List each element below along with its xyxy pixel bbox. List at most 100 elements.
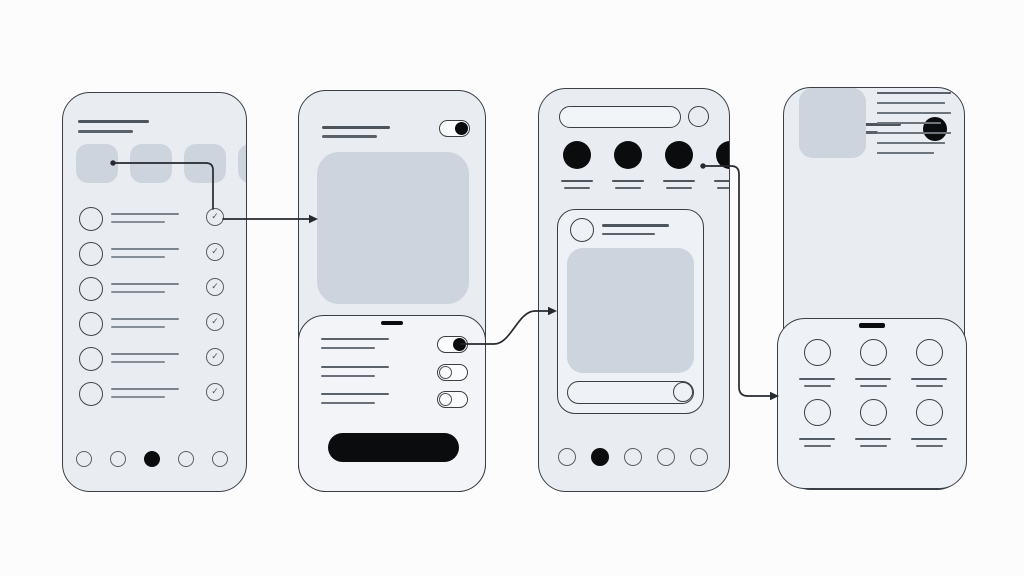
setting-row [299,364,485,394]
check-icon[interactable]: ✓ [206,383,224,401]
avatar-circle-icon [79,242,103,266]
check-icon[interactable]: ✓ [206,278,224,296]
category-chip[interactable] [238,144,246,183]
setting-row [299,336,485,366]
pagination [76,451,228,467]
story-avatar-icon [716,141,729,169]
contact-avatar-icon [915,399,943,426]
setting-toggle-2[interactable] [437,364,468,381]
story-item[interactable] [561,141,593,190]
item-text-line [111,396,165,398]
article-item[interactable] [799,88,959,162]
list-item[interactable]: ✓ [63,306,246,341]
story-item[interactable] [663,141,695,190]
contact-avatar-icon [859,399,887,426]
contact-avatar-icon [859,339,887,366]
avatar-circle-icon [79,207,103,231]
user-avatar-icon[interactable] [923,117,947,141]
bottom-sheet [298,315,486,492]
screen-social-feed [538,88,730,492]
item-text-line [111,283,179,286]
story-item[interactable] [612,141,644,190]
avatar-circle-icon [79,277,103,301]
item-text-line [111,291,165,293]
pagination-dot[interactable] [657,448,675,466]
post-author-line [602,224,669,227]
item-text-line [111,213,179,216]
search-input[interactable] [559,106,681,128]
setting-row [299,391,485,421]
pagination-dot[interactable] [144,451,160,467]
subtitle-line [78,130,133,133]
list-item[interactable]: ✓ [63,341,246,376]
item-text-line [111,248,179,251]
item-text-line [111,221,165,223]
contact-avatar-icon [803,399,831,426]
contact-item[interactable] [845,399,901,459]
title-line [322,126,390,129]
post-meta-line [602,233,655,235]
pagination-dot[interactable] [110,451,126,467]
toggle-knob-icon [439,392,452,406]
avatar-circle-icon [79,382,103,406]
pagination-dot[interactable] [624,448,642,466]
contact-item[interactable] [901,399,957,459]
check-icon[interactable]: ✓ [206,313,224,331]
story-avatar-icon [665,141,693,169]
title-line [78,120,149,123]
pagination-dot[interactable] [178,451,194,467]
category-chip[interactable] [184,144,226,183]
pagination-dot[interactable] [76,451,92,467]
item-list: ✓ ✓ ✓ ✓ [63,201,246,411]
contact-item[interactable] [789,339,845,399]
pagination-dot[interactable] [212,451,228,467]
pagination-dot[interactable] [558,448,576,466]
item-text-line [111,256,165,258]
item-text-line [111,361,165,363]
contact-item[interactable] [789,399,845,459]
post-image-placeholder [567,248,694,373]
contacts-bottom-sheet [777,318,968,489]
drag-handle[interactable] [381,321,403,325]
contact-item[interactable] [901,339,957,399]
item-text-line [111,326,165,328]
avatar-circle-icon [79,347,103,371]
list-item[interactable]: ✓ [63,236,246,271]
toggle-knob-icon [455,121,468,135]
story-avatar-icon [614,141,642,169]
drag-handle[interactable] [859,323,886,328]
setting-toggle-3[interactable] [437,391,468,408]
profile-circle-icon[interactable] [688,106,709,127]
check-icon[interactable]: ✓ [206,243,224,261]
contacts-grid [789,339,957,459]
check-icon[interactable]: ✓ [206,348,224,366]
contact-avatar-icon [915,339,943,366]
subtitle-line [322,135,377,138]
item-text-line [111,318,179,321]
category-chip[interactable] [76,144,118,183]
list-item[interactable]: ✓ [63,271,246,306]
comment-input[interactable] [567,381,694,404]
pagination [558,448,708,466]
contact-avatar-icon [803,339,831,366]
post-avatar-icon [570,218,594,242]
story-item[interactable] [714,141,729,190]
send-circle-icon[interactable] [673,382,693,402]
post-card[interactable] [557,209,704,414]
pagination-dot[interactable] [591,448,609,466]
header-toggle[interactable] [439,120,470,137]
item-text-line [111,353,179,356]
list-item[interactable]: ✓ [63,376,246,411]
setting-toggle-1[interactable] [437,336,468,353]
screen-article-list [777,87,968,490]
primary-cta-button[interactable] [328,433,459,462]
category-chip[interactable] [130,144,172,183]
article-thumbnail [799,88,866,158]
list-item[interactable]: ✓ [63,201,246,236]
contact-item[interactable] [845,339,901,399]
pagination-dot[interactable] [690,448,708,466]
screen-categories-list: ✓ ✓ ✓ ✓ [62,92,247,492]
item-text-line [111,388,179,391]
hero-image-placeholder [317,152,469,304]
check-icon[interactable]: ✓ [206,208,224,226]
